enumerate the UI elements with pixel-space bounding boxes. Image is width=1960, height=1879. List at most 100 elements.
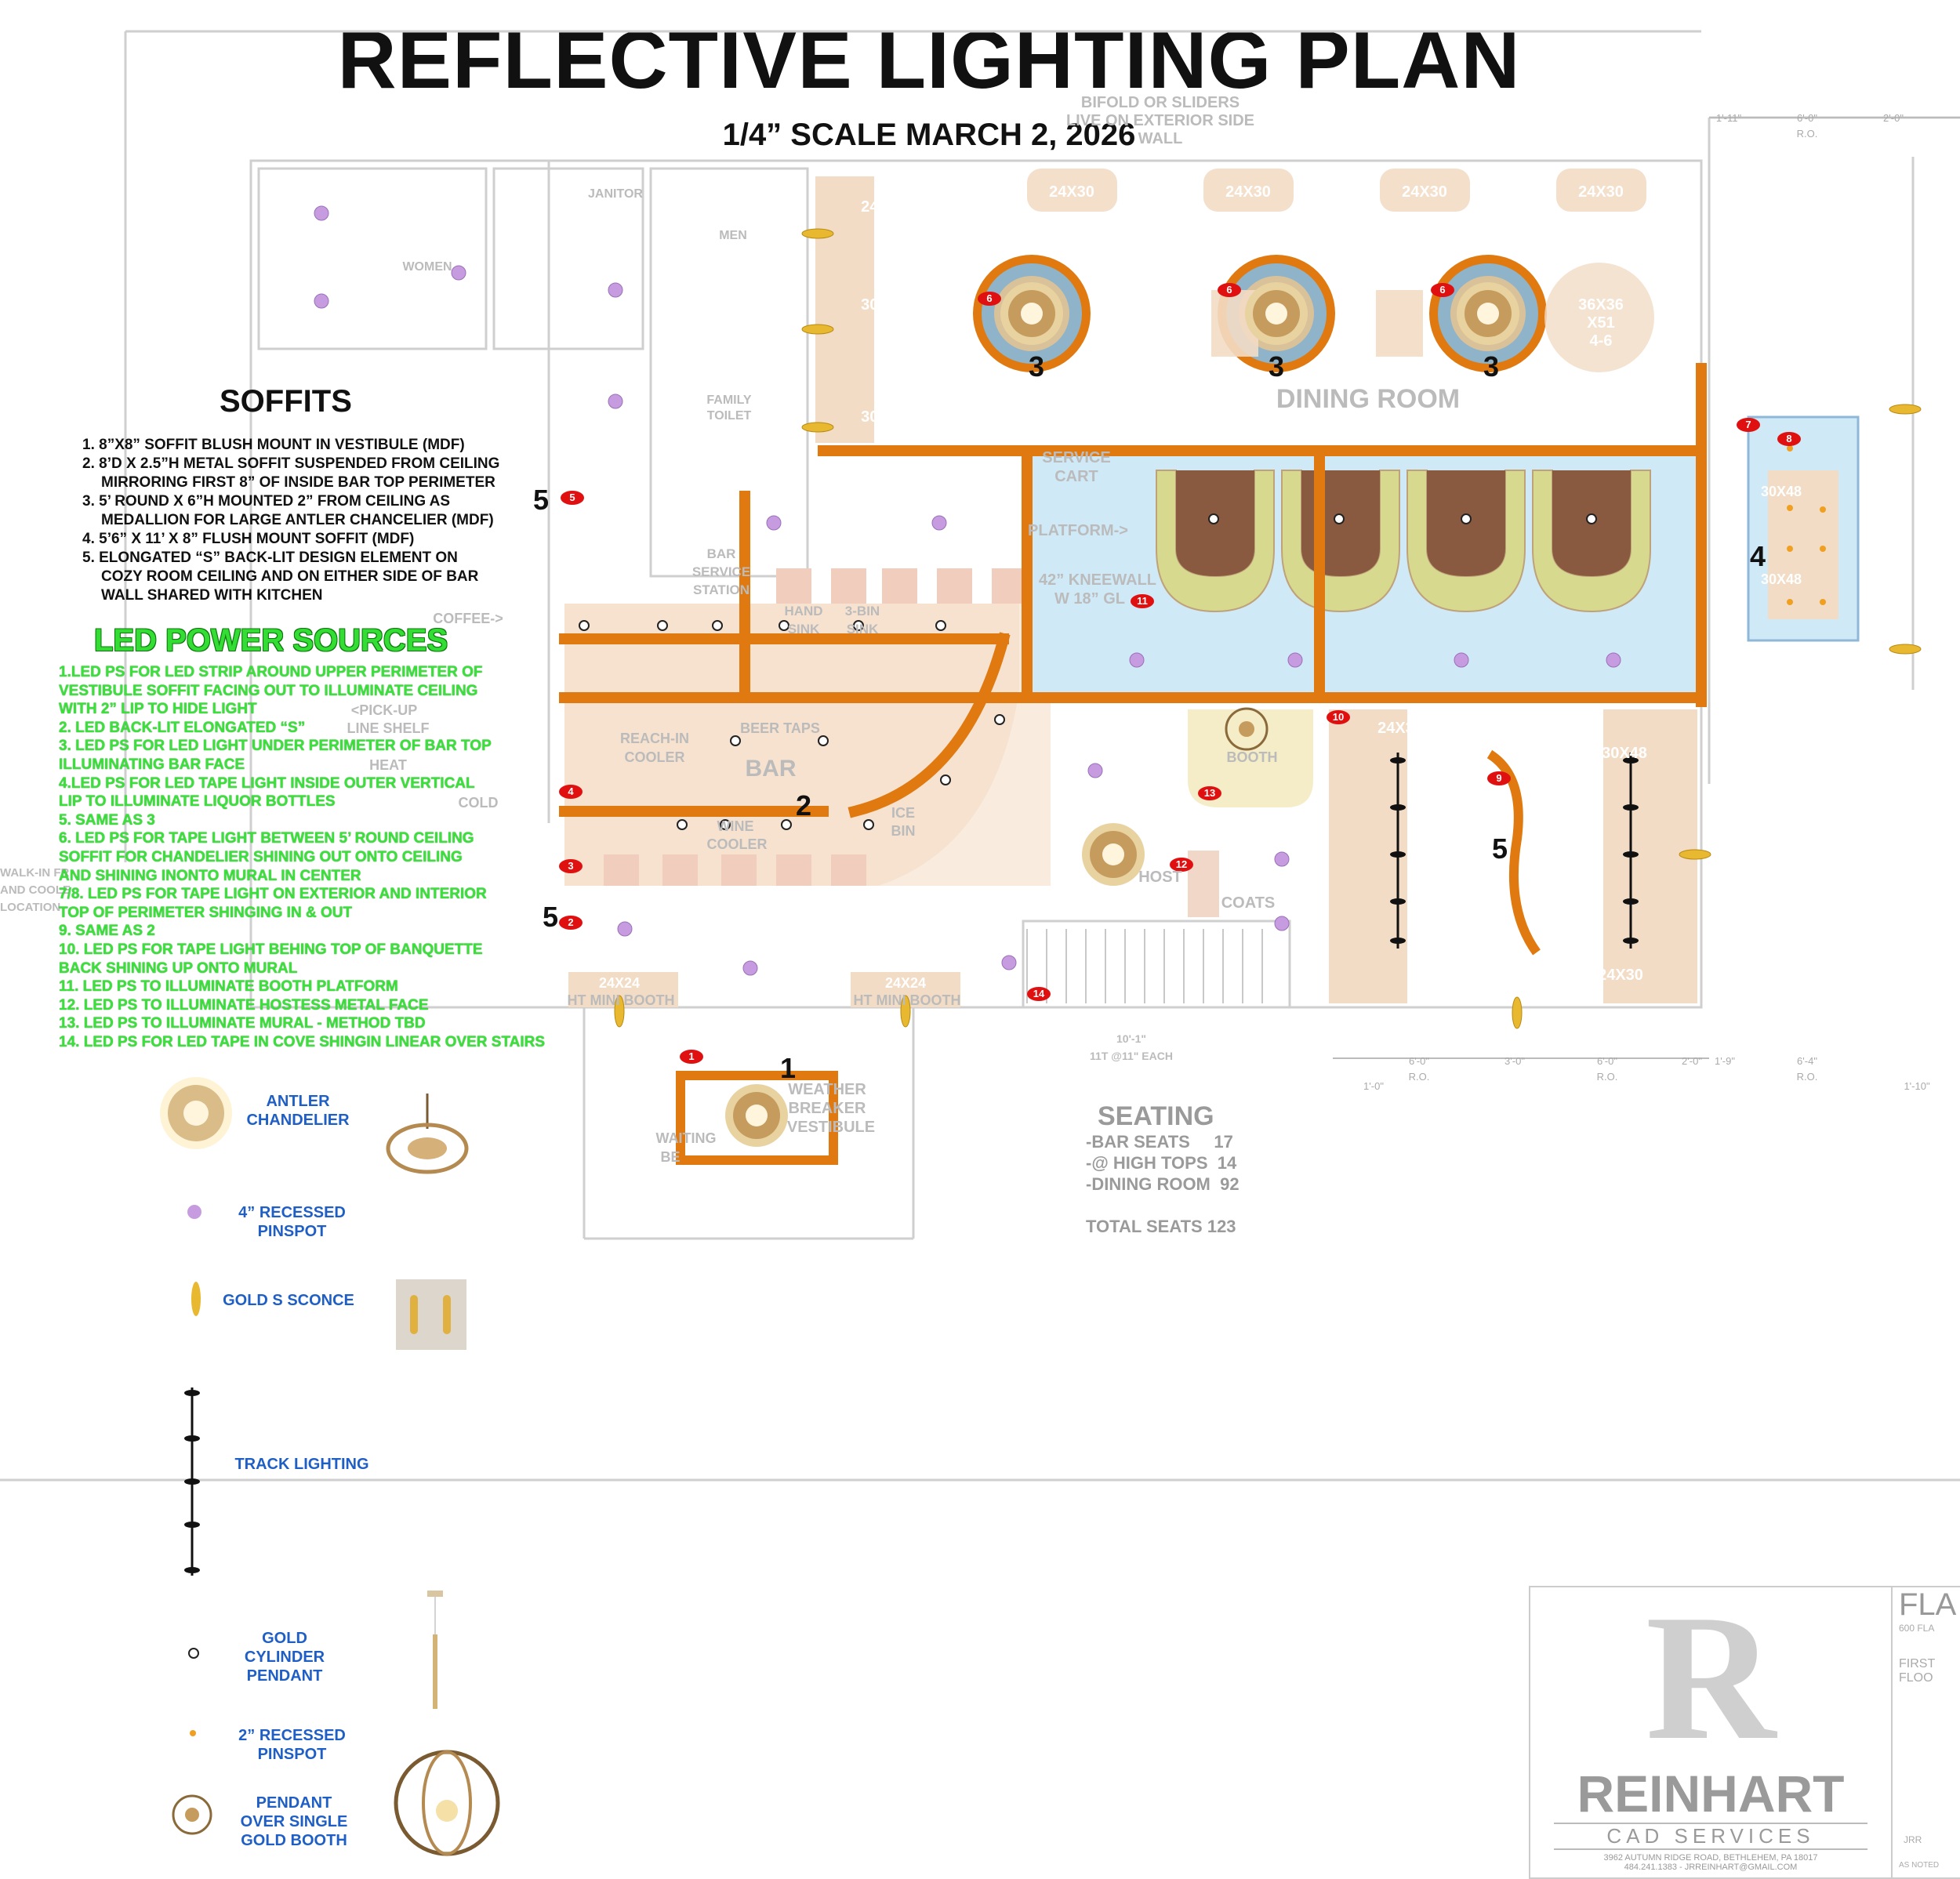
callout-6c: 6	[1439, 284, 1445, 296]
soffit-num-5a: 5	[533, 484, 549, 516]
label-stairs-treads: 11T @11" EACH	[1090, 1050, 1173, 1062]
sheet-scale: AS NOTED	[1899, 1861, 1940, 1870]
callout-1: 1	[688, 1050, 694, 1062]
table-soffit4-1: 30X48	[1761, 484, 1802, 499]
label-kneewall: 42” KNEEWALL	[1039, 571, 1156, 589]
gold-cylinder-pendant-icon	[188, 1648, 199, 1659]
antler-chandeliers	[725, 282, 1519, 1147]
dim-10: 6'-0"	[1797, 112, 1817, 124]
table-top-3: 24X30	[1402, 183, 1447, 201]
label-stairs-dim: 10'-1"	[1116, 1032, 1146, 1045]
label-three-bin-2: SINK	[847, 622, 879, 637]
table-banquette-1: 24X30	[861, 198, 906, 216]
recessed-pinspot-4in-icon	[187, 1205, 201, 1219]
label-waiting: WAITING	[656, 1130, 717, 1146]
antler-chandelier-photo	[386, 1094, 469, 1174]
led-callouts	[559, 283, 1801, 1064]
soffit-item: 4. 5’6” X 11’ X 8” FLUSH MOUNT SOFFIT (M…	[82, 531, 415, 547]
label-men: MEN	[719, 229, 747, 242]
label-service-cart-2: CART	[1054, 468, 1098, 485]
label-family: FAMILY	[706, 394, 752, 407]
label-ice: ICE	[891, 805, 915, 821]
pinspots-4in	[314, 205, 1621, 976]
soffit-2-frame	[559, 363, 1707, 818]
banquette-left	[815, 176, 874, 443]
table-round-36-c: 4-6	[1590, 332, 1613, 350]
dim-1-ro: R.O.	[1409, 1071, 1430, 1083]
plan-subtitle: 1/4” SCALE MARCH 2, 2026	[722, 118, 1136, 152]
sheet-info: FLA 600 FLA FIRST FLOO JRR AS NOTED	[1891, 1587, 1960, 1877]
dim-3: 6'-0"	[1597, 1055, 1617, 1067]
cylinder-pendant-photo	[427, 1591, 443, 1709]
callout-3: 3	[568, 860, 573, 872]
soffit-item: MIRRORING FIRST 8” OF INSIDE BAR TOP PER…	[101, 474, 495, 491]
callout-5: 5	[569, 492, 575, 503]
company-sub: CAD SERVICES	[1554, 1823, 1867, 1850]
label-walkin-3: LOCATION	[0, 901, 60, 914]
led-item: 1.LED PS FOR LED STRIP AROUND UPPER PERI…	[59, 664, 483, 680]
dim-5: 1'-9"	[1715, 1055, 1735, 1067]
gold-s-sconce-icon	[191, 1282, 201, 1316]
label-exterior-1: BIFOLD OR SLIDERS	[1081, 94, 1240, 111]
label-wine-2: COOLER	[706, 836, 767, 852]
company-logo: R	[1645, 1577, 1777, 1777]
cylinder-pendants	[579, 513, 1597, 830]
legend-antler-label: ANTLER CHANDELIER	[246, 1093, 350, 1129]
label-ice-2: BIN	[891, 823, 916, 839]
callout-6b: 6	[1226, 284, 1232, 296]
led-item: ILLUMINATING BAR FACE	[59, 756, 245, 773]
label-vestibule-2: BREAKER	[789, 1100, 866, 1117]
led-item: 2. LED BACK-LIT ELONGATED “S”	[59, 719, 306, 736]
table-mini-1: 24X24	[599, 975, 640, 991]
led-item: BACK SHINING UP ONTO MURAL	[59, 959, 298, 977]
antler-chandelier-icon	[160, 1077, 232, 1149]
led-item: 14. LED PS FOR LED TAPE IN COVE SHINGIN …	[59, 1033, 546, 1050]
callout-14: 14	[1033, 988, 1045, 999]
led-item: AND SHINING INONTO MURAL IN CENTER	[59, 867, 361, 884]
label-hand-sink: HAND	[784, 604, 822, 618]
drawn-by: JRR	[1904, 1834, 1922, 1845]
company-contact: 484.241.1383 - JRREINHART@GMAIL.COM	[1624, 1863, 1798, 1872]
led-item: WITH 2” LIP TO HIDE LIGHT	[59, 701, 257, 718]
label-exterior-3: WALL	[1138, 130, 1183, 147]
stairs	[1026, 929, 1263, 1003]
soffit-num-3a: 3	[1029, 350, 1044, 383]
seating-total: TOTAL SEATS 123	[1086, 1217, 1236, 1236]
seating-rows: -BAR SEATS 17 -@ HIGH TOPS 14 -DINING RO…	[1086, 1131, 1240, 1237]
label-bar: BAR	[746, 756, 797, 782]
recessed-pinspot-2in-icon	[190, 1730, 196, 1736]
table-banquette-2: 30X48	[861, 296, 906, 314]
label-heat: HEAT	[369, 757, 407, 773]
soffit-num-5b: 5	[543, 901, 558, 933]
project-name: FLA	[1899, 1587, 1957, 1622]
table-round-36: 36X36	[1578, 296, 1624, 314]
legend-sconce-label: GOLD S SCONCE	[223, 1292, 354, 1309]
label-vestibule-1: WEATHER	[788, 1081, 866, 1098]
single-booth	[1188, 709, 1313, 807]
round-soffits	[973, 255, 1654, 372]
led-list: 1.LED PS FOR LED STRIP AROUND UPPER PERI…	[59, 663, 608, 1051]
dim-4: 2'-0"	[1682, 1055, 1702, 1067]
plan-title: REFLECTIVE LIGHTING PLAN	[337, 15, 1521, 106]
led-item: TOP OF PERIMETER SHINGING IN & OUT	[59, 904, 353, 921]
seating-row: -@ HIGH TOPS 14	[1086, 1153, 1237, 1173]
booth-pendant-photo	[394, 1750, 500, 1856]
table-cozy-2: 30X48	[1602, 745, 1647, 762]
label-dining-room: DINING ROOM	[1276, 384, 1460, 414]
soffit-item: 2. 8’D X 2.5”H METAL SOFFIT SUSPENDED FR…	[82, 455, 500, 472]
soffits-heading: SOFFITS	[220, 384, 352, 419]
soffit-item: 3. 5’ ROUND X 6”H MOUNTED 2” FROM CEILIN…	[82, 493, 451, 510]
label-platform: PLATFORM->	[1028, 522, 1128, 539]
callout-4: 4	[568, 785, 574, 797]
dim-8: 1'-10"	[1904, 1080, 1930, 1092]
label-waiting-2: BE	[660, 1149, 680, 1165]
label-reach-in-2: COOLER	[624, 749, 684, 765]
label-bar-service-3: STATION	[693, 582, 750, 597]
callout-9: 9	[1496, 772, 1501, 784]
dim-3-ro: R.O.	[1597, 1071, 1618, 1083]
legend-track-label: TRACK LIGHTING	[234, 1456, 369, 1473]
soffit-1	[676, 1071, 838, 1165]
soffit-item: 1. 8”X8” SOFFIT BLUSH MOUNT IN VESTIBULE…	[82, 437, 465, 453]
host-stand	[1188, 851, 1219, 917]
